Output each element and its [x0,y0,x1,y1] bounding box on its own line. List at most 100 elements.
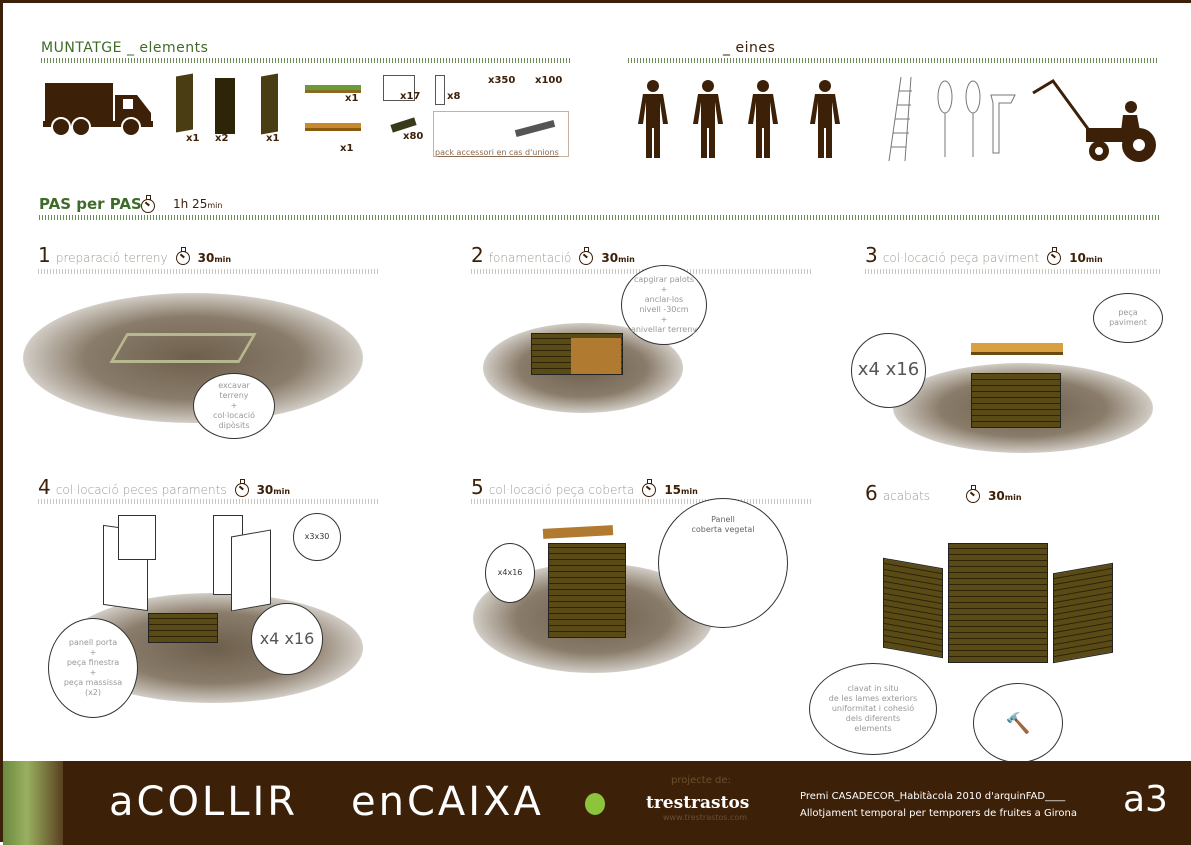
wall-panel [231,529,271,612]
roof-piece [542,525,614,539]
detail-qty: x3 [304,532,315,541]
step-title: col·locació peça paviment [882,251,1040,265]
qty: x8 [447,91,461,102]
eines-title: _ eines [723,40,776,56]
solid-panel [215,78,235,134]
pallet-highlight [571,338,621,374]
step-time-unit: min [1004,493,1022,502]
divider [38,499,378,504]
step-time: 10 [1069,251,1086,265]
stopwatch-icon [1047,246,1062,265]
projecte-label: projecte de: [671,775,731,786]
qty: x350 [488,75,516,86]
roof-piece [305,85,361,93]
divider [38,269,378,274]
step-title: col·locació peça coberta [488,483,635,497]
prize-line: Premi CASADECOR_Habitàcola 2010 d'arquin… [800,791,1066,802]
footer: aCOLLIR enCAIXA projecte de: trestrastos… [3,761,1191,845]
step-6-bubble: clavat in situ de les lames exteriors un… [809,663,937,755]
title-encaixa: enCAIXA [351,779,544,825]
door-panel [176,73,193,133]
stopwatch-icon [175,246,190,265]
detail-qty: x16 [284,629,315,648]
apple-icon [585,793,605,815]
step-title: preparació terreny [55,251,168,265]
step-number: 2 [471,243,484,267]
screw-detail-circle: x4 x16 [251,603,323,675]
step-5-bubble: Panell coberta vegetal [658,498,788,628]
truck-icon [43,83,153,137]
foundation-pallets [971,373,1061,428]
stopwatch-icon [234,478,249,497]
step-time-unit: min [214,255,232,264]
divider [628,58,1158,63]
divider [39,215,1159,220]
step-time-unit: min [1085,255,1103,264]
step-number: 4 [38,475,51,499]
step-time: 30 [988,489,1005,503]
step-number: 3 [865,243,878,267]
step-4-bubble: panell porta + peça finestra + peça mass… [48,618,138,718]
qty: x17 [400,91,421,102]
floor-piece [971,343,1063,355]
tools-icon [888,76,1016,162]
wall-panel [118,515,156,560]
pack-label: pack accessori en cas d'unions [435,148,559,157]
qty: x1 [345,93,359,104]
window-panel [261,73,278,135]
brand-logo: trestrastos [646,793,750,813]
floor-piece [305,123,361,131]
detail-qty: x4 [259,629,280,648]
step-time: 30 [601,251,619,265]
wall-panel [1053,562,1113,664]
qty: x100 [535,75,563,86]
detail-qty: x16 [885,359,920,381]
qty: x80 [403,131,424,142]
step-time-unit: min [618,255,635,264]
step-time-unit: min [681,487,698,496]
total-time-unit: min [207,201,223,210]
step-1-header: 1 preparació terreny 30min [38,243,231,267]
step-time: 15 [664,483,682,497]
divider [471,499,811,504]
plate-icon [435,75,445,105]
bracket-icon [383,75,415,101]
divider [41,58,571,63]
stopwatch-icon [579,246,594,265]
step-title: col·locació peces paraments [55,483,227,497]
pack-box [433,111,569,157]
pas-title: PAS per PAS [39,195,142,213]
total-time: 1h 25min [173,197,222,211]
step-number: 6 [865,481,878,505]
workers-icon [638,80,840,158]
step-2-bubble: capgirar palots + anclar-los nivell -30c… [621,265,707,345]
divider [865,269,1160,274]
qty: x2 [215,133,229,144]
step-number: 1 [38,243,51,267]
muntatge-title: MUNTATGE _ elements [41,40,209,56]
detail-qty: x4 [497,568,508,577]
stopwatch-icon [642,478,657,497]
page-number: a3 [1123,779,1168,820]
cabin-box [948,543,1048,663]
step-3-header: 3 col·locació peça paviment 10min [865,243,1103,267]
total-time-value: 1h 25 [173,197,208,211]
cabin-box [548,543,626,638]
step-number: 5 [471,475,484,499]
screw-detail-circle: x4 x16 [851,333,926,408]
stopwatch-icon [141,194,155,213]
subtitle-line: Allotjament temporal per temporers de fr… [800,808,1077,819]
step-3-bubble: peça paviment [1093,293,1163,343]
step-time-unit: min [273,487,291,496]
detail-qty: x30 [314,532,330,541]
qty: x1 [186,133,200,144]
step-time: 30 [197,251,215,265]
detail-qty: x16 [507,568,523,577]
step-time: 30 [256,483,274,497]
detail-qty: x4 [857,359,880,381]
brand-url[interactable]: www.trestrastos.com [663,813,748,822]
